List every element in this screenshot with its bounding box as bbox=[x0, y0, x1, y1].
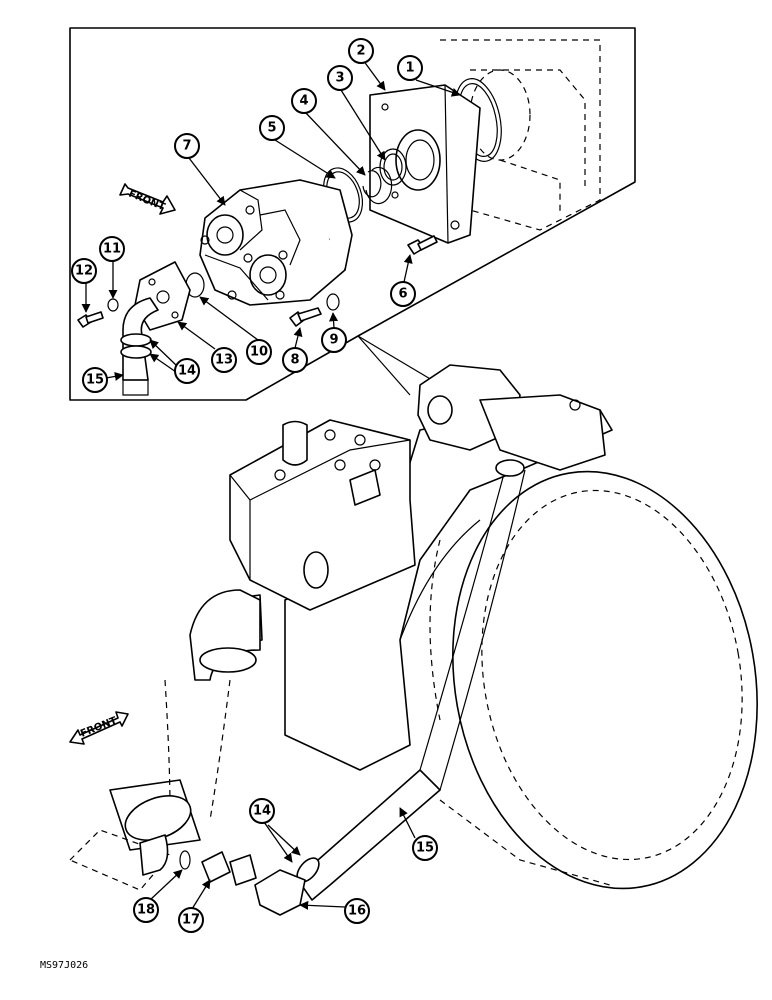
mounted-pump bbox=[417, 364, 606, 471]
callout-15: 15 bbox=[82, 367, 108, 393]
svg-text:15: 15 bbox=[416, 841, 434, 856]
pump-housing-outline bbox=[439, 39, 601, 231]
callout-10: 10 bbox=[246, 339, 272, 365]
lockwasher-9 bbox=[326, 293, 340, 311]
lockwasher-11 bbox=[107, 298, 119, 312]
valve-block bbox=[224, 419, 416, 646]
leader-lines bbox=[81, 59, 461, 910]
callout-6: 6 bbox=[390, 281, 416, 307]
capscrew-6 bbox=[407, 235, 438, 255]
flywheel-housing bbox=[429, 439, 758, 890]
svg-text:8: 8 bbox=[290, 353, 299, 368]
adapter-fitting-17 bbox=[201, 851, 257, 886]
callout-17: 17 bbox=[178, 907, 204, 933]
callout-14: 14 bbox=[174, 358, 200, 384]
svg-text:12: 12 bbox=[75, 264, 93, 279]
adapter-plate-2 bbox=[369, 84, 481, 244]
svg-text:13: 13 bbox=[215, 353, 233, 368]
callout-5: 5 bbox=[259, 115, 285, 141]
hose-15-inset bbox=[120, 297, 159, 396]
main-assembly: FRONT bbox=[68, 364, 758, 916]
o-ring-18 bbox=[179, 850, 191, 870]
svg-text:16: 16 bbox=[348, 904, 366, 919]
callout-9: 9 bbox=[321, 327, 347, 353]
svg-text:7: 7 bbox=[182, 139, 191, 154]
svg-text:14: 14 bbox=[253, 804, 271, 819]
front-arrow-main: FRONT bbox=[69, 711, 129, 745]
front-label-inset: FRONT bbox=[127, 189, 167, 214]
gear-pump-7 bbox=[199, 179, 353, 306]
svg-text:2: 2 bbox=[356, 44, 365, 59]
callout-14-main: 14 bbox=[249, 798, 275, 824]
capscrew-8 bbox=[289, 307, 322, 327]
callout-18: 18 bbox=[133, 897, 159, 923]
svg-text:11: 11 bbox=[103, 242, 121, 257]
callout-16: 16 bbox=[344, 898, 370, 924]
drawing-reference: MS97J026 bbox=[40, 960, 88, 971]
svg-text:3: 3 bbox=[335, 71, 344, 86]
front-arrow-inset: FRONT bbox=[119, 183, 176, 215]
intake-tube bbox=[68, 589, 261, 891]
svg-text:17: 17 bbox=[182, 913, 200, 928]
svg-text:6: 6 bbox=[398, 287, 407, 302]
callout-2: 2 bbox=[348, 38, 374, 64]
svg-text:9: 9 bbox=[329, 333, 338, 348]
svg-text:14: 14 bbox=[178, 364, 196, 379]
svg-text:10: 10 bbox=[250, 345, 268, 360]
callout-4: 4 bbox=[291, 88, 317, 114]
callout-11: 11 bbox=[99, 236, 125, 262]
callout-13: 13 bbox=[211, 347, 237, 373]
svg-text:18: 18 bbox=[137, 903, 155, 918]
svg-text:4: 4 bbox=[299, 94, 308, 109]
callout-8: 8 bbox=[282, 347, 308, 373]
callout-1: 1 bbox=[397, 55, 423, 81]
callout-7: 7 bbox=[174, 133, 200, 159]
front-label-main: FRONT bbox=[79, 715, 119, 740]
svg-text:1: 1 bbox=[405, 61, 414, 76]
capscrew-12 bbox=[77, 311, 104, 328]
svg-text:5: 5 bbox=[267, 121, 276, 136]
detail-inset: FRONT bbox=[69, 27, 636, 401]
svg-text:15: 15 bbox=[86, 373, 104, 388]
callout-3: 3 bbox=[327, 65, 353, 91]
snap-ring-4 bbox=[362, 166, 393, 205]
hose-15 bbox=[296, 459, 526, 901]
elbow-fitting-16 bbox=[254, 869, 306, 916]
callout-12: 12 bbox=[71, 258, 97, 284]
callout-15-main: 15 bbox=[412, 835, 438, 861]
